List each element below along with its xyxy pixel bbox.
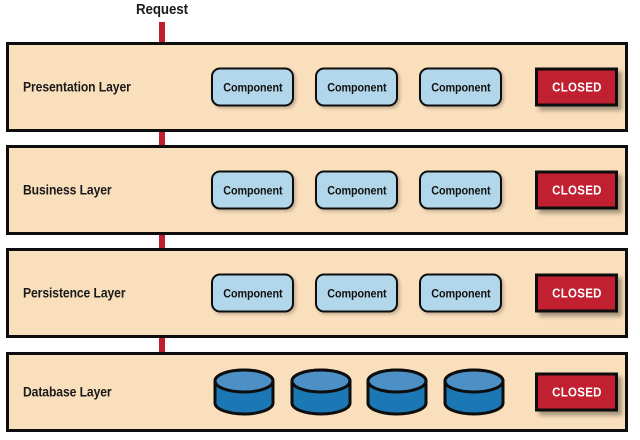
- layer-business[interactable]: Business Layer Component Component Compo…: [6, 145, 628, 235]
- component-box[interactable]: Component: [315, 170, 398, 210]
- component-label: Component: [430, 80, 491, 94]
- component-label: Component: [222, 286, 283, 300]
- status-badge-label: CLOSED: [551, 286, 602, 300]
- component-box[interactable]: Component: [315, 273, 398, 313]
- component-label: Component: [222, 80, 283, 94]
- status-badge-closed[interactable]: CLOSED: [535, 170, 618, 210]
- status-badge-label: CLOSED: [551, 80, 602, 94]
- layer-database[interactable]: Database Layer CLOS: [6, 352, 628, 432]
- component-label: Component: [326, 286, 387, 300]
- component-box[interactable]: Component: [419, 170, 502, 210]
- layer-presentation[interactable]: Presentation Layer Component Component C…: [6, 42, 628, 132]
- status-badge-label: CLOSED: [551, 385, 602, 399]
- database-cylinder-icon[interactable]: [443, 368, 505, 416]
- component-box[interactable]: Component: [315, 67, 398, 107]
- layer-persistence[interactable]: Persistence Layer Component Component Co…: [6, 248, 628, 338]
- layer-label-presentation: Presentation Layer: [23, 79, 131, 95]
- component-label: Component: [430, 183, 491, 197]
- component-label: Component: [326, 183, 387, 197]
- database-cylinder-icon[interactable]: [290, 368, 352, 416]
- component-box[interactable]: Component: [211, 170, 294, 210]
- component-label: Component: [326, 80, 387, 94]
- database-cylinder-icon[interactable]: [366, 368, 428, 416]
- component-label: Component: [430, 286, 491, 300]
- component-box[interactable]: Component: [211, 273, 294, 313]
- status-badge-closed[interactable]: CLOSED: [535, 273, 618, 313]
- status-badge-label: CLOSED: [551, 183, 602, 197]
- layer-label-database: Database Layer: [23, 384, 112, 400]
- component-box[interactable]: Component: [419, 67, 502, 107]
- database-cylinder-icon[interactable]: [213, 368, 275, 416]
- component-box[interactable]: Component: [211, 67, 294, 107]
- status-badge-closed[interactable]: CLOSED: [535, 67, 618, 107]
- request-label: Request: [135, 2, 188, 18]
- layer-label-persistence: Persistence Layer: [23, 285, 126, 301]
- component-label: Component: [222, 183, 283, 197]
- component-box[interactable]: Component: [419, 273, 502, 313]
- status-badge-closed[interactable]: CLOSED: [535, 372, 618, 412]
- layer-label-business: Business Layer: [23, 182, 112, 198]
